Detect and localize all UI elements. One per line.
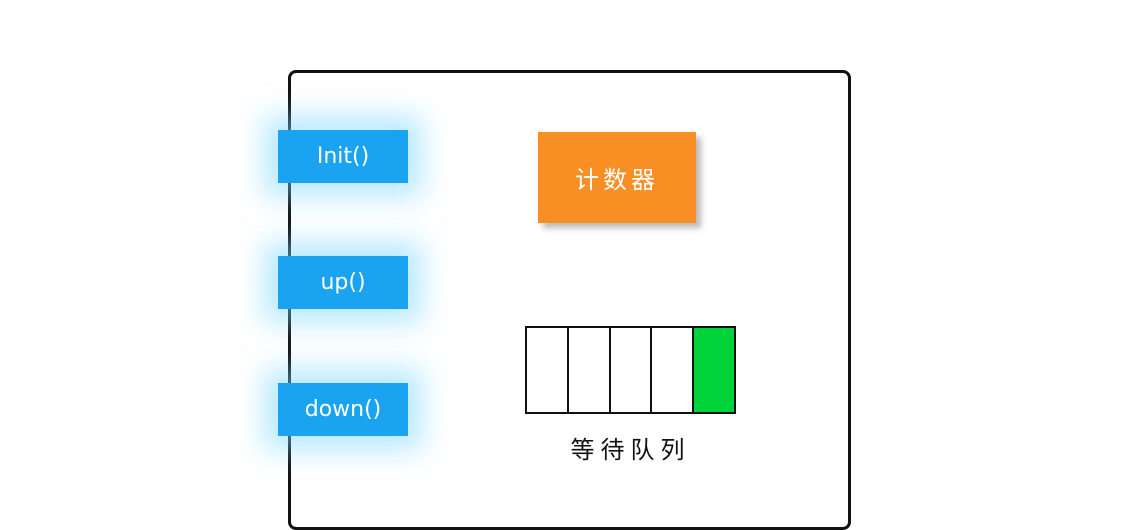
down-method-label: down() (304, 397, 382, 422)
up-method-label: up() (320, 270, 366, 295)
wait-queue-label: 等待队列 (570, 436, 691, 464)
queue-slot-2 (568, 328, 611, 412)
queue-slot-4 (652, 328, 695, 412)
queue-slot-5 (694, 328, 734, 412)
init-method-label: Init() (316, 144, 370, 169)
down-method-box: down() (278, 383, 408, 436)
init-method-box: Init() (278, 130, 408, 183)
counter-box: 计数器 (538, 132, 696, 223)
up-method-box: up() (278, 256, 408, 309)
wait-queue (525, 326, 736, 414)
queue-slot-3 (610, 328, 653, 412)
queue-slot-1 (527, 328, 569, 412)
counter-label: 计数器 (575, 166, 659, 194)
